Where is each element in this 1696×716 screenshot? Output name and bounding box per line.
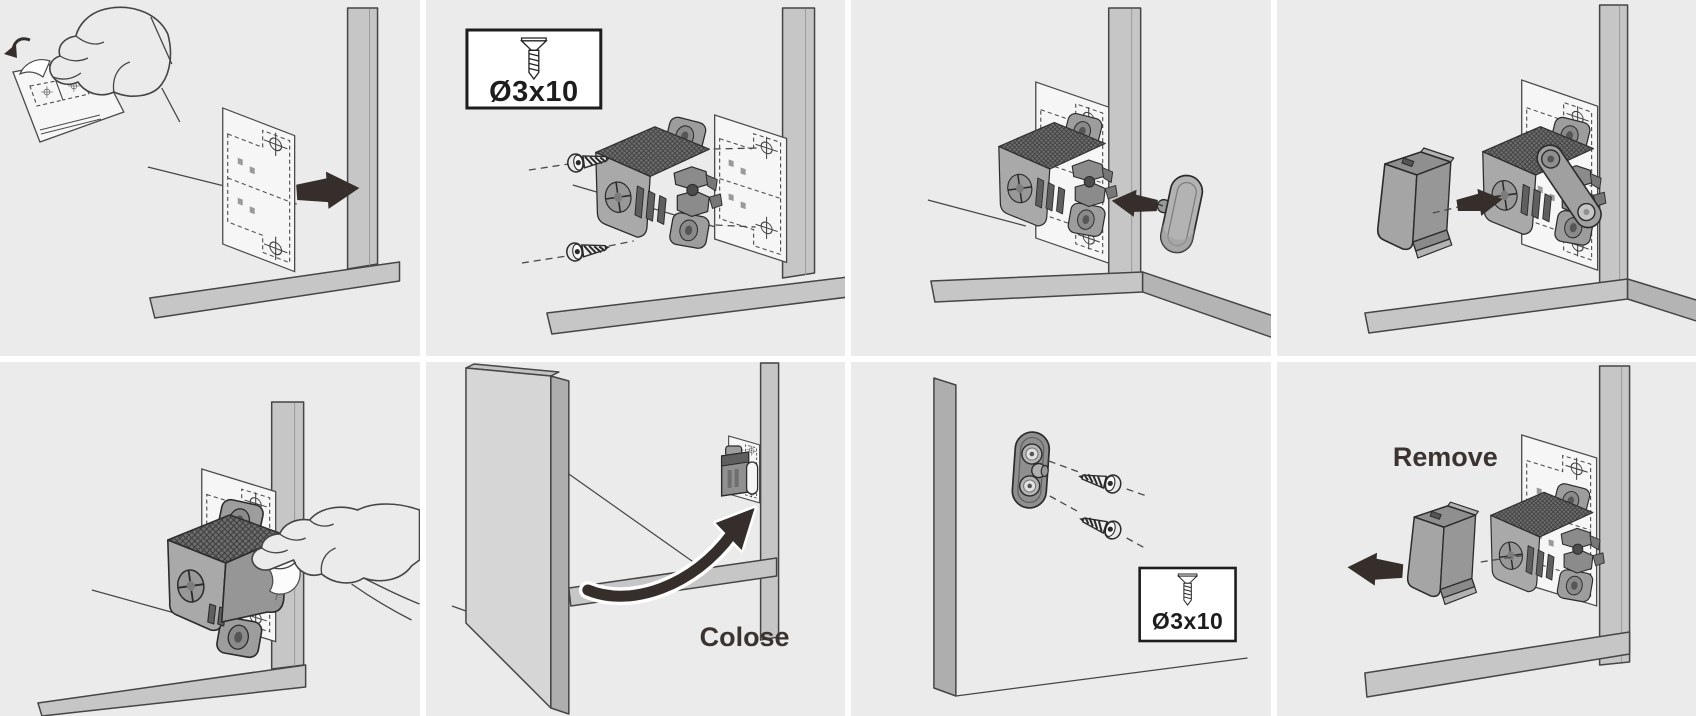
panel-step-1 xyxy=(0,0,420,356)
panel-step-2: Ø3x10 xyxy=(425,0,845,356)
step-3-illustration xyxy=(927,7,1271,338)
hand-pulling-icon xyxy=(251,503,420,621)
drilling-template xyxy=(713,114,787,264)
hand-peeling-icon xyxy=(3,6,181,143)
close-caption: Colose xyxy=(699,622,789,652)
step-2-illustration: Ø3x10 xyxy=(464,7,845,335)
arrow-left-icon xyxy=(1345,550,1404,588)
cabinet-corner xyxy=(1363,4,1696,334)
cabinet-corner xyxy=(927,7,1271,338)
step-8-illustration: Remove xyxy=(1345,365,1630,698)
latch xyxy=(720,445,758,497)
drilling-template xyxy=(222,107,296,273)
door-panel xyxy=(451,363,570,715)
screw-spec-box: Ø3x10 xyxy=(464,28,602,110)
screw-spec-box: Ø3x10 xyxy=(1138,566,1237,643)
remove-caption: Remove xyxy=(1392,442,1497,472)
strike-plate xyxy=(1011,431,1051,509)
panel-step-8: Remove xyxy=(1276,362,1696,716)
cover-cap xyxy=(1376,147,1455,259)
step-5-illustration xyxy=(37,401,420,716)
latch xyxy=(594,114,723,251)
cabinet-corner xyxy=(1363,365,1630,698)
screw-spec-label: Ø3x10 xyxy=(489,76,578,108)
cover-cap xyxy=(1406,501,1479,606)
cabinet-corner xyxy=(147,7,401,319)
door-panel xyxy=(933,377,1248,697)
panel-step-6: Colose xyxy=(425,362,845,716)
curved-arrow-icon xyxy=(578,505,757,606)
step-1-illustration xyxy=(3,6,401,319)
screw-icon xyxy=(1075,466,1124,496)
panel-step-3 xyxy=(851,0,1271,356)
peel-arrow-icon xyxy=(3,37,31,58)
panel-step-4 xyxy=(1276,0,1696,356)
screw-spec-label: Ø3x10 xyxy=(1152,608,1223,634)
panel-step-7: Ø3x10 xyxy=(851,362,1271,716)
panel-step-5 xyxy=(0,362,420,716)
step-6-illustration: Colose xyxy=(451,362,789,715)
latch-lever-arm xyxy=(1535,144,1602,229)
step-4-illustration xyxy=(1363,4,1696,334)
step-7-illustration: Ø3x10 xyxy=(933,377,1248,697)
screw-icon xyxy=(564,237,612,264)
screw-icon xyxy=(1075,508,1125,543)
striker-knob xyxy=(1156,174,1204,254)
